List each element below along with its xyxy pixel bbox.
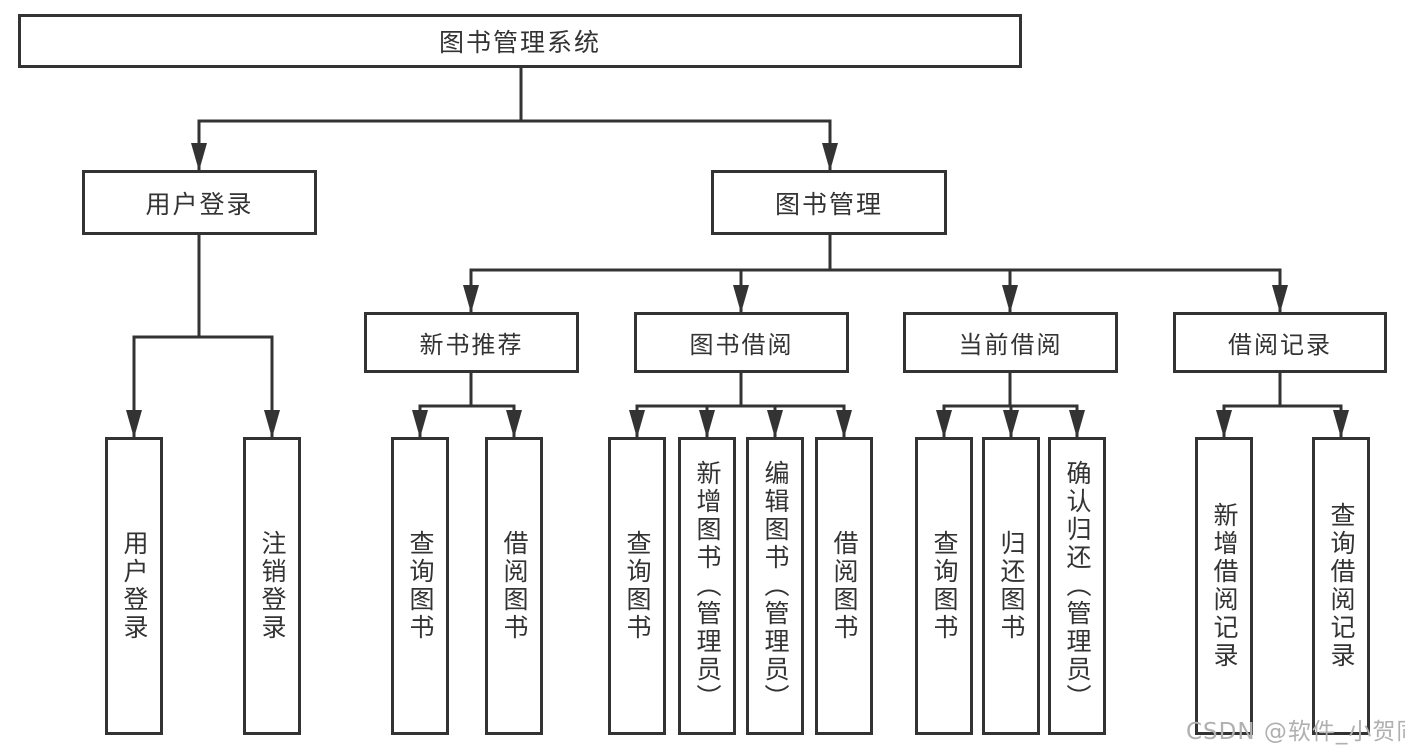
node-label: 图书管理 [774, 189, 883, 219]
leaf-current-query-books: 查询图书 [915, 437, 973, 735]
node-label: 图书借阅 [689, 331, 794, 359]
leaf-label: 查询借阅记录 [1327, 502, 1356, 670]
leaf-label: 注销登录 [258, 530, 287, 642]
leaf-label: 新增借阅记录 [1210, 502, 1239, 670]
node-label: 当前借阅 [958, 331, 1063, 359]
csdn-watermark: CSDN @软件_小贺同学 [1186, 719, 1405, 745]
leaf-recommend-borrow-books: 借阅图书 [485, 437, 543, 735]
node-borrow-records: 借阅记录 [1173, 312, 1387, 373]
leaf-label: 确认归还（管理员） [1063, 460, 1092, 712]
leaf-user-login: 用户登录 [105, 437, 163, 735]
leaf-label: 查询图书 [406, 530, 435, 642]
node-label: 借阅记录 [1228, 331, 1332, 359]
node-label: 新书推荐 [419, 331, 524, 359]
leaf-records-add-borrow-record: 新增借阅记录 [1195, 437, 1253, 735]
leaf-current-return-books: 归还图书 [982, 437, 1040, 735]
node-current-borrowing: 当前借阅 [903, 312, 1118, 373]
leaf-records-query-borrow-record: 查询借阅记录 [1312, 437, 1370, 735]
leaf-borrowing-borrow-books: 借阅图书 [815, 437, 873, 735]
node-book-borrowing: 图书借阅 [634, 312, 849, 373]
leaf-label: 编辑图书（管理员） [761, 460, 790, 712]
leaf-label: 归还图书 [997, 530, 1026, 642]
node-book-management: 图书管理 [711, 170, 947, 235]
leaf-label: 查询图书 [623, 530, 652, 642]
leaf-borrowing-edit-books-admin: 编辑图书（管理员） [746, 437, 804, 735]
leaf-logout: 注销登录 [243, 437, 301, 735]
leaf-current-confirm-return-admin: 确认归还（管理员） [1048, 437, 1106, 735]
node-library-system: 图书管理系统 [18, 14, 1022, 68]
node-label: 图书管理系统 [438, 28, 601, 57]
leaf-recommend-query-books: 查询图书 [391, 437, 449, 735]
leaf-label: 借阅图书 [830, 530, 859, 642]
leaf-label: 新增图书（管理员） [693, 460, 722, 712]
node-label: 用户登录 [145, 189, 254, 219]
leaf-label: 借阅图书 [500, 530, 529, 642]
leaf-label: 查询图书 [930, 530, 959, 642]
node-user-login: 用户登录 [82, 170, 317, 235]
leaf-borrowing-add-books-admin: 新增图书（管理员） [678, 437, 736, 735]
node-new-book-recommend: 新书推荐 [364, 312, 579, 373]
leaf-borrowing-query-books: 查询图书 [608, 437, 666, 735]
leaf-label: 用户登录 [120, 530, 149, 642]
